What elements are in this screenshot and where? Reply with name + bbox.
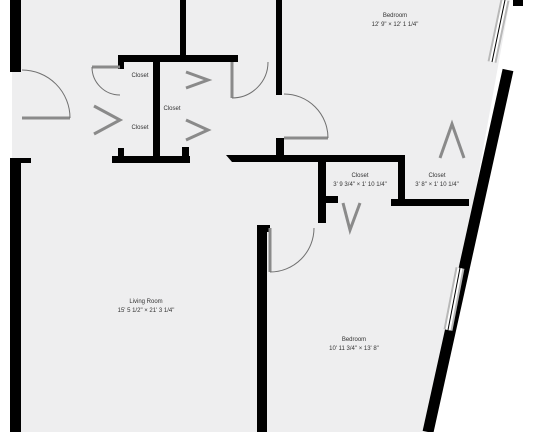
window-top-right xyxy=(487,0,523,63)
room-name: Closet xyxy=(428,173,446,179)
wall-closet-top xyxy=(118,55,238,62)
wall-closet-bottom xyxy=(112,156,190,163)
room-name: Closet xyxy=(351,173,369,179)
room-bedroom-bottom: Bedroom 10' 11 3/4" × 13' 8" xyxy=(304,336,404,354)
door-bedroom-bottom xyxy=(268,227,315,273)
door-closet-b xyxy=(93,104,124,136)
door-hall xyxy=(230,61,269,99)
room-closet-e: Closet 3' 8" × 1' 10 1/4" xyxy=(406,172,468,190)
wall-left-upper xyxy=(10,0,21,72)
room-name: Closet xyxy=(131,125,149,131)
wall-closet-e-bottom xyxy=(391,199,469,206)
wall-closet-divider xyxy=(398,155,405,205)
wall-closet-right-stub xyxy=(182,147,189,163)
wall-closet-d-bottom xyxy=(318,196,338,203)
room-dimensions: 12' 9" × 12' 1 1/4" xyxy=(371,22,419,28)
wall-bedroom-left xyxy=(257,225,267,432)
wall-closet-left-upper xyxy=(118,55,124,69)
room-name: Bedroom xyxy=(341,337,367,343)
wall-hall-horizontal xyxy=(226,155,405,162)
wall-top-stub-1 xyxy=(180,0,186,56)
wall-left-lower xyxy=(10,158,21,432)
window-bottom-right xyxy=(443,267,465,331)
room-closet-d: Closet 3' 9 3/4" × 1' 10 1/4" xyxy=(328,172,392,190)
door-closet-c xyxy=(185,70,213,142)
door-entry xyxy=(21,69,71,120)
door-closet-e xyxy=(438,119,466,159)
room-dimensions: 15' 5 1/2" × 21' 3 1/4" xyxy=(117,308,175,314)
room-name: Closet xyxy=(131,73,149,79)
wall-right-exterior xyxy=(422,68,514,432)
floor-area xyxy=(12,0,510,432)
room-dimensions: 3' 9 3/4" × 1' 10 1/4" xyxy=(333,182,387,188)
room-bedroom-top: Bedroom 12' 9" × 12' 1 1/4" xyxy=(345,12,445,30)
room-dimensions: 3' 8" × 1' 10 1/4" xyxy=(415,182,459,188)
wall-closet-left-lower xyxy=(118,148,124,160)
door-closet-a xyxy=(91,65,121,96)
wall-closet-mid xyxy=(153,62,160,160)
door-bedroom-top xyxy=(283,93,329,140)
room-living-room: Living Room 15' 5 1/2" × 21' 3 1/4" xyxy=(96,298,196,316)
door-closet-d xyxy=(341,202,362,236)
room-closet-b: Closet xyxy=(150,105,194,114)
wall-top-stub-2 xyxy=(276,0,282,95)
room-name: Living Room xyxy=(129,299,163,305)
room-dimensions: 10' 11 3/4" × 13' 8" xyxy=(329,346,379,352)
room-name: Closet xyxy=(163,106,181,112)
room-name: Bedroom xyxy=(382,13,408,19)
room-closet-a: Closet xyxy=(118,72,162,81)
wall-hall-vertical xyxy=(276,138,284,162)
room-closet-c: Closet xyxy=(118,124,162,133)
wall-living-stub xyxy=(21,158,31,163)
wall-closet-d-left xyxy=(318,155,326,223)
